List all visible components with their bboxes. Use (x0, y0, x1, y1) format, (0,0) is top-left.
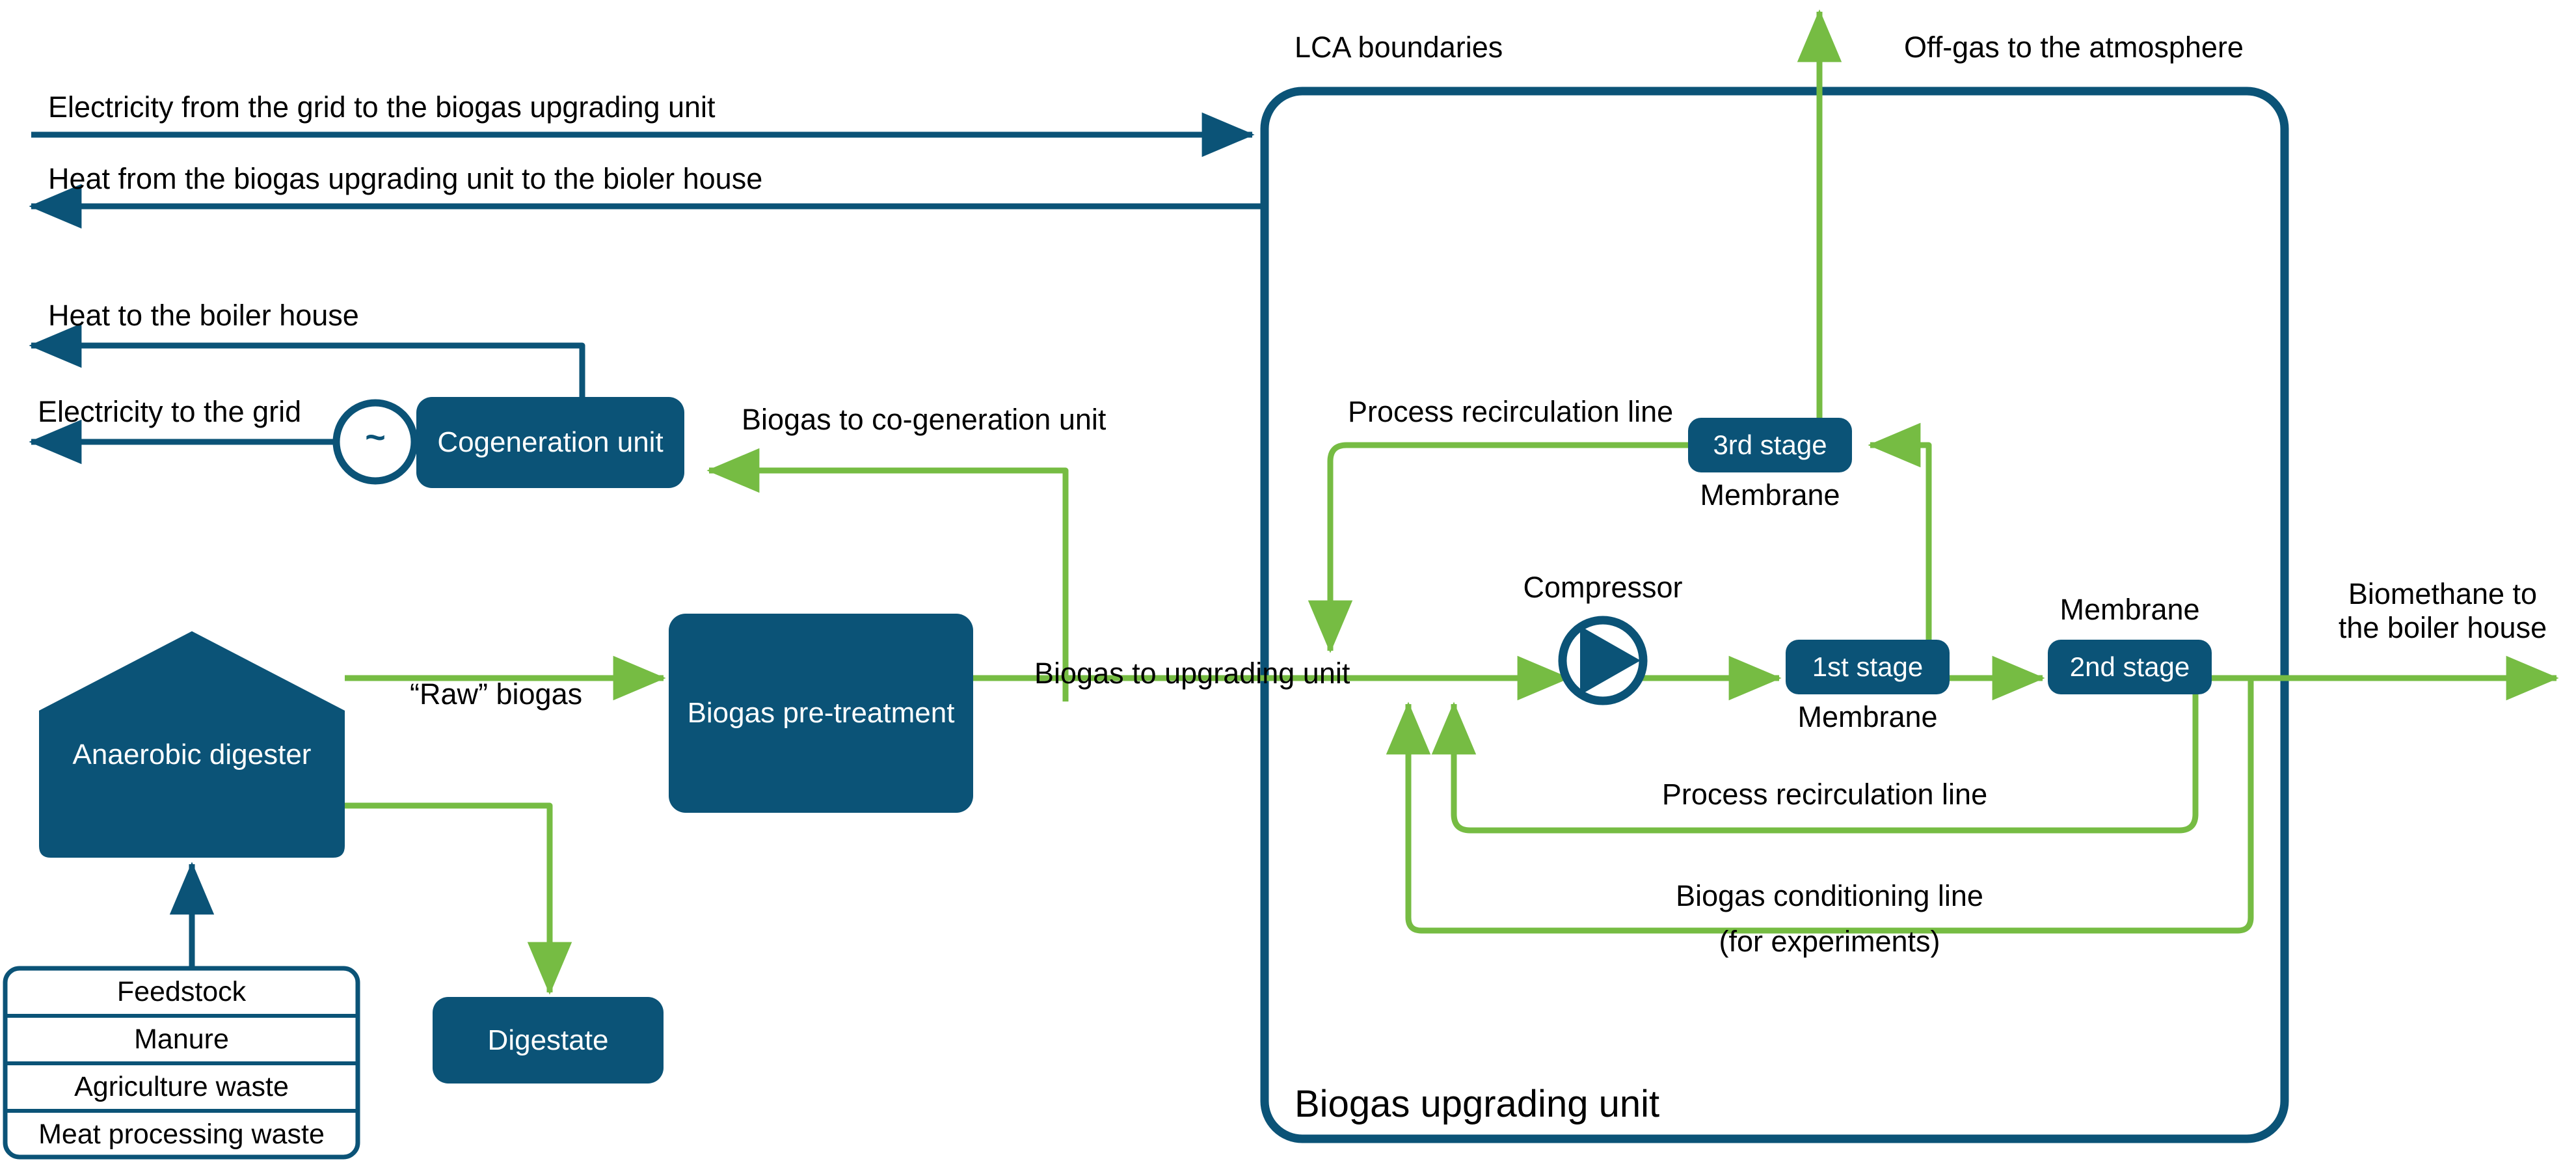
biomethane-label-line1: Biomethane to (2348, 577, 2538, 610)
biogas-to-cogeneration-arrow (706, 448, 1069, 702)
process-recirculation-bottom-label: Process recirculation line (1661, 778, 1988, 811)
stage1-caption: Membrane (1797, 700, 1938, 733)
lca-boundary-box (1260, 87, 2289, 1143)
offgas-label: Off-gas to the atmosphere (1904, 31, 2244, 64)
cogeneration-unit-label: Cogeneration unit (437, 426, 664, 458)
biogas-upgrading-unit-label: Biogas upgrading unit (1295, 1083, 1660, 1125)
biogas-to-upgrading-label: Biogas to upgrading unit (1034, 657, 1350, 690)
stage2-caption: Membrane (2059, 593, 2200, 626)
digestate-arrow (345, 802, 572, 995)
stage3-box[interactable] (1688, 418, 1852, 472)
digestate-label: Digestate (487, 1024, 609, 1056)
stage3-caption: Membrane (1700, 478, 1840, 511)
stage2-label: 2nd stage (2069, 651, 2190, 682)
lca-boundaries-label: LCA boundaries (1295, 31, 1503, 64)
process-recirculation-bottom-line (1431, 694, 2199, 834)
biomethane-label-line2: the boiler house (2338, 611, 2547, 644)
process-recirculation-top-label: Process recirculation line (1348, 395, 1674, 428)
generator-symbol-label: ~ (365, 418, 386, 457)
biogas-pretreatment-label: Biogas pre-treatment (687, 697, 955, 729)
stage1-to-stage3-line (1868, 422, 1932, 640)
feedstock-row-meat-processing-waste: Meat processing waste (38, 1119, 325, 1150)
biogas-conditioning-label: Biogas conditioning line (1676, 879, 1983, 912)
generator-circle-icon (332, 399, 418, 485)
feedstock-row-manure: Manure (134, 1024, 229, 1055)
stage2-box[interactable] (2048, 640, 2212, 694)
stage1-box[interactable] (1786, 640, 1950, 694)
anaerobic-digester-label: Anaerobic digester (72, 739, 312, 770)
digestate-box[interactable] (433, 997, 664, 1083)
feedstock-table[interactable] (3, 966, 360, 1160)
anaerobic-digester-shape[interactable] (39, 631, 345, 858)
biogas-pretreatment-box[interactable] (669, 614, 973, 813)
cogeneration-unit-box[interactable] (416, 397, 684, 488)
heat-from-upgrading-label: Heat from the biogas upgrading unit to t… (48, 162, 763, 195)
feedstock-header: Feedstock (116, 976, 247, 1007)
biogas-conditioning-sub-label: (for experiments) (1719, 925, 1940, 958)
stage3-label: 3rd stage (1713, 429, 1827, 460)
biogas-conditioning-line (1386, 678, 2254, 934)
heat-to-boiler-label: Heat to the boiler house (48, 299, 359, 332)
compressor-icon (1558, 616, 1648, 705)
process-recirculation-top-line (1308, 442, 1688, 653)
electricity-from-grid-label: Electricity from the grid to the biogas … (48, 90, 716, 124)
raw-biogas-label: “Raw” biogas (410, 677, 583, 711)
stage1-label: 1st stage (1812, 651, 1924, 682)
compressor-label: Compressor (1523, 571, 1683, 604)
biogas-to-cogeneration-label: Biogas to co-generation unit (742, 403, 1107, 436)
electricity-to-grid-label: Electricity to the grid (38, 395, 302, 428)
feedstock-row-agriculture-waste: Agriculture waste (74, 1071, 289, 1102)
